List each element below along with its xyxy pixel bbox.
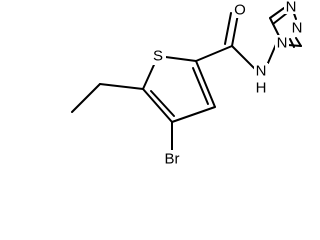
atom-bromine: Br [165,151,180,168]
bond-c3-c4 [171,106,216,123]
bond-ch2-ch3 [71,83,101,113]
bond-c3t-n1 [269,7,285,19]
bond-c5t-n4 [287,44,302,47]
bond-carbonyl-n [231,45,257,71]
bond-c3t-n1-double [272,12,288,25]
bond-layer [71,7,302,151]
atom-amide-hydrogen: H [256,80,267,97]
bond-c2-ch2 [99,83,144,90]
bond-n2-c5t [295,37,302,47]
bond-carbonyl-o [231,13,239,47]
atom-sulfur: S [153,48,163,65]
atom-triazole-n2: N [292,20,303,37]
atom-amide-nitrogen: N [256,63,267,80]
bond-c4-c5-double [192,67,209,105]
molecule-structure: S O N H N N N Br [71,0,304,168]
bond-c2-c3 [142,88,173,123]
atom-triazole-n1: N [286,0,297,16]
atom-oxygen: O [234,2,246,19]
atom-label-layer: S O N H N N N Br [150,0,304,168]
bond-c5-carbonyl [195,45,233,62]
bond-c4-c5 [195,60,216,108]
bond-c2-c3-double [150,90,175,117]
bond-carbonyl-o-double [224,12,232,45]
atom-triazole-n4: N [277,35,288,52]
